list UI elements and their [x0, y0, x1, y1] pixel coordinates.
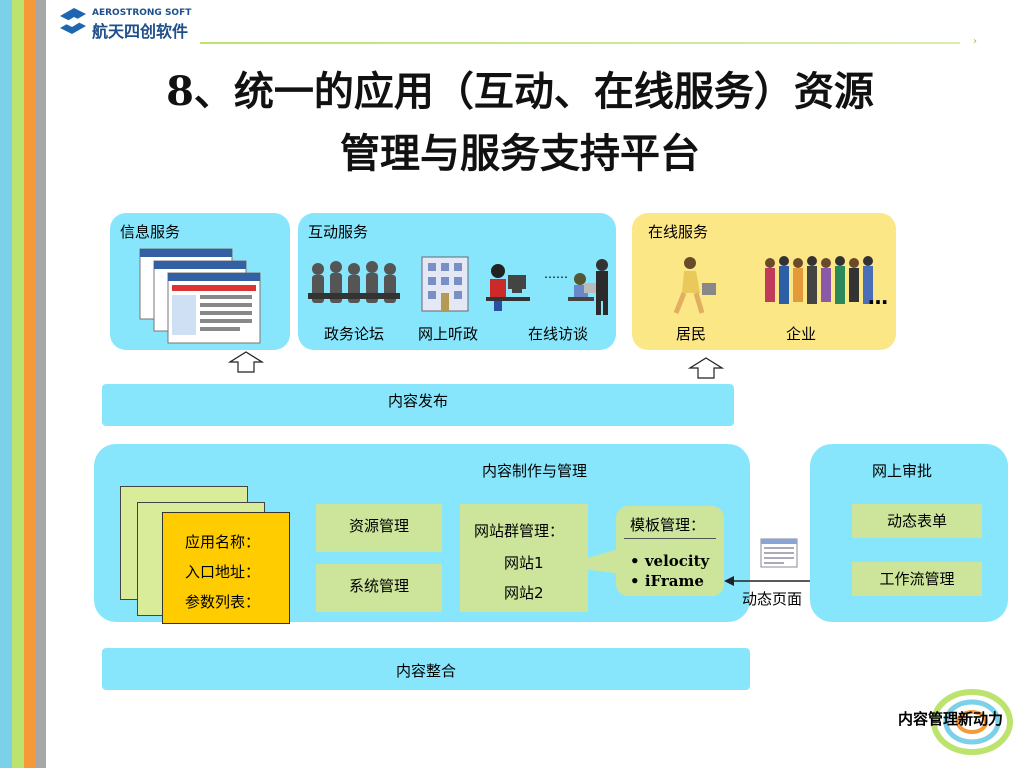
- dynamic-page-label: 动态页面: [742, 590, 803, 608]
- content-management-title: 内容制作与管理: [482, 462, 588, 480]
- template-item-1: • velocity: [630, 552, 710, 570]
- stripe-blue: [0, 0, 12, 768]
- param-list-label: 参数列表：: [185, 593, 261, 611]
- interactive-service-label: 互动服务: [308, 223, 369, 241]
- arrow-left-icon: [724, 572, 820, 586]
- content-publish-bar: 内容发布: [102, 384, 734, 426]
- interactive-item-2: 网上听政: [418, 325, 479, 343]
- system-management-box: 系统管理: [316, 564, 442, 612]
- resource-management-box: 资源管理: [316, 504, 442, 552]
- logo-icon: [56, 6, 90, 40]
- computer-user-icon: [484, 261, 532, 311]
- template-divider: [624, 538, 716, 539]
- stripe-orange: [24, 0, 36, 768]
- site-group-title: 网站群管理：: [474, 522, 565, 540]
- online-service-label: 在线服务: [648, 223, 709, 241]
- business-group-icon: [760, 255, 880, 315]
- walking-woman-icon: [666, 255, 720, 317]
- swirl-logo-icon: [926, 682, 1014, 760]
- page-title-line2: 管理与服务支持平台: [340, 130, 700, 177]
- app-config-card: 应用名称： 入口地址： 参数列表：: [162, 512, 290, 624]
- dynamic-form-box: 动态表单: [852, 504, 982, 538]
- stripe-gray: [36, 0, 46, 768]
- brand-cn: 航天四创软件: [92, 22, 189, 41]
- browser-windows-icon: [138, 247, 262, 345]
- template-title: 模板管理：: [630, 516, 706, 534]
- meeting-people-icon: [306, 259, 402, 315]
- interview-people-icon: [566, 257, 616, 317]
- stripe-green: [12, 0, 24, 768]
- info-service-panel: 信息服务: [110, 213, 290, 350]
- brand-en: AEROSTRONG SOFT: [92, 8, 192, 18]
- interactive-service-panel: 互动服务: [298, 213, 616, 350]
- site-group-box: 网站群管理： 网站1 网站2: [460, 504, 588, 612]
- info-service-label: 信息服务: [120, 223, 181, 241]
- online-ellipsis: …: [868, 285, 888, 309]
- site-2-label: 网站2: [504, 584, 544, 602]
- interactive-item-3: 在线访谈: [528, 325, 589, 343]
- site-1-label: 网站1: [504, 554, 544, 572]
- online-service-panel: 在线服务 … 居民 企业: [632, 213, 896, 350]
- building-icon: [418, 253, 472, 315]
- template-item-2: • iFrame: [630, 572, 704, 590]
- footer-tagline: 内容管理新动力: [898, 710, 1004, 728]
- app-name-label: 应用名称：: [185, 533, 261, 551]
- online-item-enterprises: 企业: [786, 325, 817, 343]
- header-marker: ›: [973, 36, 977, 47]
- entry-address-label: 入口地址：: [185, 563, 261, 581]
- online-item-residents: 居民: [676, 325, 707, 343]
- workflow-management-box: 工作流管理: [852, 562, 982, 596]
- arrow-up-icon: [687, 356, 725, 380]
- template-management-box: 模板管理： • velocity • iFrame: [616, 506, 724, 596]
- dynamic-page-icon: [760, 538, 798, 568]
- interactive-item-1: 政务论坛: [324, 325, 385, 343]
- callout-pointer: [560, 546, 622, 576]
- content-integration-bar: 内容整合: [102, 648, 750, 690]
- interactive-ellipsis: ……: [544, 267, 568, 281]
- online-approval-title: 网上审批: [872, 462, 933, 480]
- page-title-line1: 8、统一的应用（互动、在线服务）资源: [166, 68, 874, 115]
- header-line: [200, 42, 960, 44]
- arrow-up-icon: [227, 350, 265, 374]
